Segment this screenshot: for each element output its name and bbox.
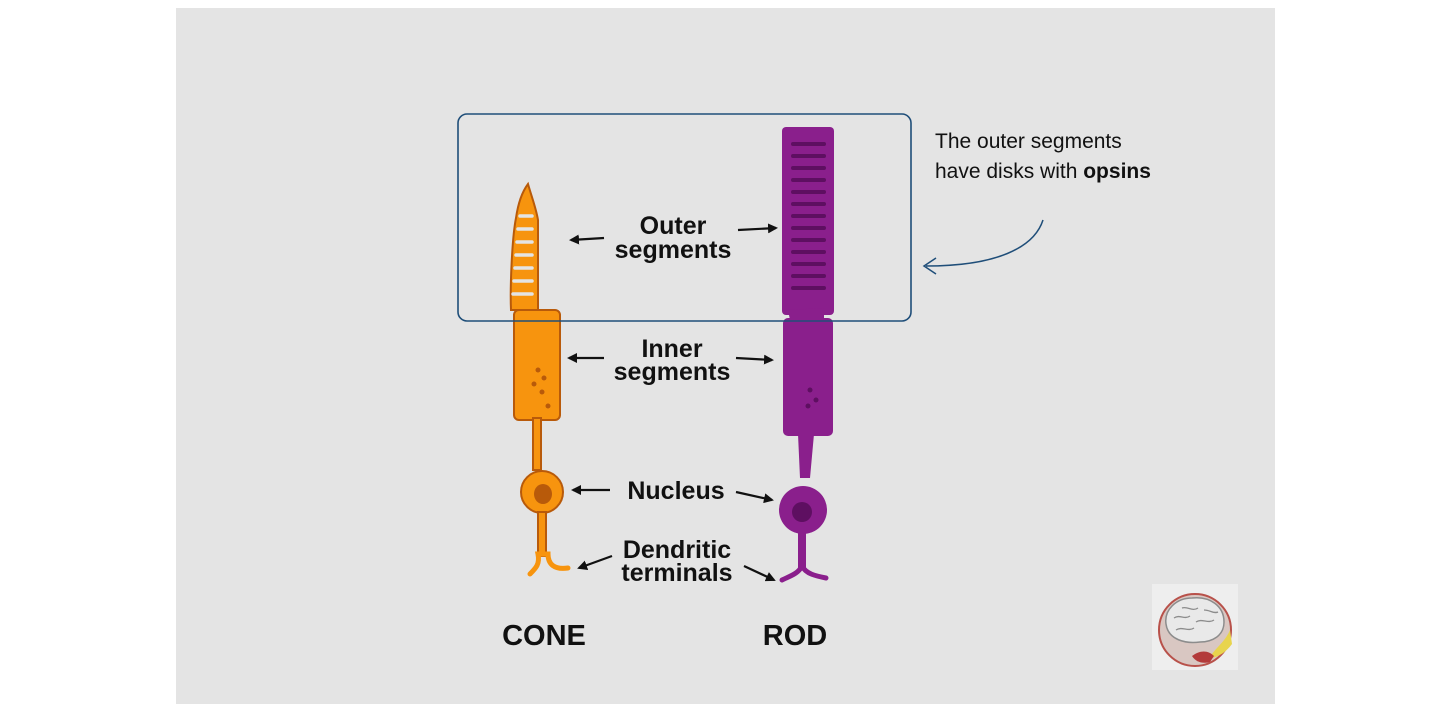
rod-nucleolus — [792, 502, 812, 522]
dendritic-arrow-left — [577, 554, 613, 570]
rod-terminal — [779, 560, 829, 583]
rod-disks — [791, 142, 826, 290]
dendritic-terminals-label-line2: terminals — [621, 559, 732, 587]
outer-segments-highlight-box — [457, 113, 912, 322]
note-line2: have disks with opsins — [935, 160, 1151, 183]
rod-inner-segment — [783, 318, 833, 436]
inner-arrow-right — [735, 354, 774, 365]
rod-axon — [798, 532, 806, 568]
dendritic-arrow-right — [743, 565, 776, 582]
cone-nucleolus — [534, 484, 552, 504]
rod-stalk — [798, 434, 814, 478]
rod-outer-segment — [782, 127, 834, 315]
cone-title: CONE — [502, 620, 586, 652]
cone-axon — [537, 511, 547, 557]
outer-segments-label-line1: Outer — [640, 212, 707, 240]
cone-stalk — [532, 417, 542, 471]
label-arrows — [567, 223, 778, 582]
rod-title: ROD — [763, 620, 827, 652]
rod-cell — [779, 127, 834, 583]
outer-arrow-left — [569, 234, 605, 245]
note-line1: The outer segments — [935, 130, 1122, 153]
cone-disks — [511, 214, 534, 296]
note-line2-prefix: have disks with — [935, 160, 1083, 183]
cone-terminal — [527, 551, 571, 577]
note-pointer-arrowhead — [922, 257, 937, 275]
inner-segments-label-line1: Inner — [641, 335, 702, 363]
note-pointer-arrow — [925, 219, 1044, 267]
inner-segments-label-line2: segments — [614, 358, 731, 386]
cone-outer-segment — [509, 181, 539, 311]
note-line2-bold: opsins — [1083, 160, 1151, 183]
nucleus-arrow-right — [735, 490, 774, 504]
slide-background: Outer segments Inner segments Nucleus De… — [176, 8, 1275, 704]
outer-arrow-right — [737, 223, 778, 234]
rod-inner-dots — [805, 387, 819, 409]
nucleus-label: Nucleus — [627, 477, 724, 505]
dendritic-terminals-label-line1: Dendritic — [623, 536, 731, 564]
photoreceptor-diagram: Outer segments Inner segments Nucleus De… — [457, 113, 1151, 652]
cone-inner-segment — [513, 309, 561, 421]
cone-inner-dots — [531, 367, 551, 409]
cone-cell — [509, 181, 571, 577]
outer-segments-label-line2: segments — [615, 236, 732, 264]
brain-logo-icon — [1152, 584, 1238, 670]
